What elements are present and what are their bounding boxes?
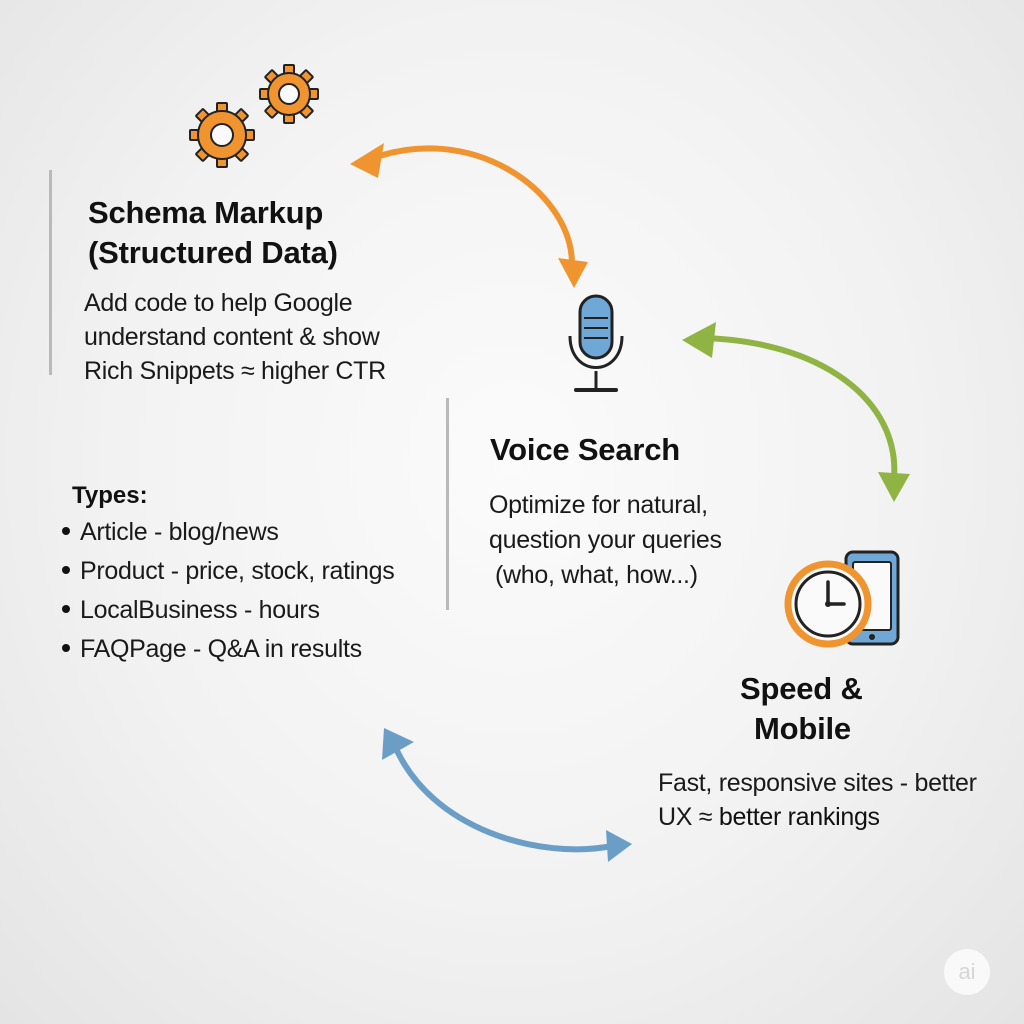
bullet-icon: [62, 605, 70, 614]
voice-description: Optimize for natural, question your quer…: [489, 491, 722, 589]
schema-title: Schema Markup (Structured Data): [88, 195, 338, 270]
types-list-item: LocalBusiness - hours: [62, 591, 394, 630]
voice-accent-bar: [446, 398, 449, 610]
types-list-item-label: Product - price, stock, ratings: [80, 557, 395, 585]
schema-description: Add code to help Google understand conte…: [84, 289, 386, 385]
gears-icon: [189, 64, 319, 168]
clock-phone-icon: [784, 550, 900, 648]
microphone-icon: [568, 294, 624, 392]
types-list-item-label: FAQPage - Q&A in results: [80, 635, 362, 663]
bullet-icon: [62, 566, 70, 575]
schema-accent-bar: [49, 170, 52, 375]
bullet-icon: [62, 644, 70, 653]
ai-watermark: ai: [944, 949, 990, 995]
types-list-item-label: Article - blog/news: [80, 518, 279, 546]
speed-description: Fast, responsive sites - better UX ≈ bet…: [658, 769, 977, 831]
orange-cycle-arrow: [350, 143, 588, 288]
types-list-item: Product - price, stock, ratings: [62, 552, 395, 591]
green-cycle-arrow: [682, 322, 910, 502]
speed-title: Speed & Mobile: [740, 671, 863, 746]
voice-title: Voice Search: [490, 432, 681, 467]
blue-cycle-arrow: [382, 728, 632, 862]
types-list-item: FAQPage - Q&A in results: [62, 630, 394, 669]
types-title: Types:: [72, 482, 148, 509]
types-list-item: Article - blog/news: [62, 513, 394, 552]
types-list-item-label: LocalBusiness - hours: [80, 596, 320, 624]
bullet-icon: [62, 527, 70, 536]
